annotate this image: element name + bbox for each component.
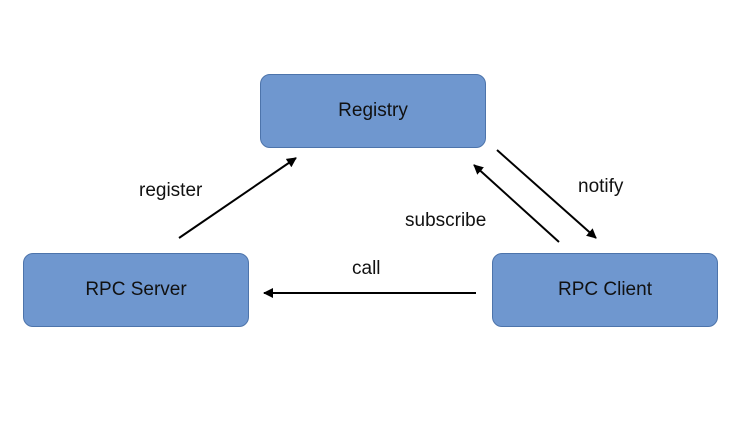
subscribe-edge-label: subscribe <box>405 210 487 231</box>
registry-label: Registry <box>338 100 408 121</box>
call-edge-label: call <box>352 258 381 279</box>
rpc-server-node: RPC Server <box>23 253 249 327</box>
notify-edge-label: notify <box>578 176 624 197</box>
rpc-client-label: RPC Client <box>558 279 652 300</box>
subscribe-arrow <box>473 164 560 243</box>
rpc-client-node: RPC Client <box>492 253 718 327</box>
registry-node: Registry <box>260 74 486 148</box>
rpc-server-label: RPC Server <box>85 279 187 300</box>
register-edge-label: register <box>139 180 203 201</box>
notify-arrow <box>496 149 597 239</box>
register-arrow <box>178 157 297 239</box>
